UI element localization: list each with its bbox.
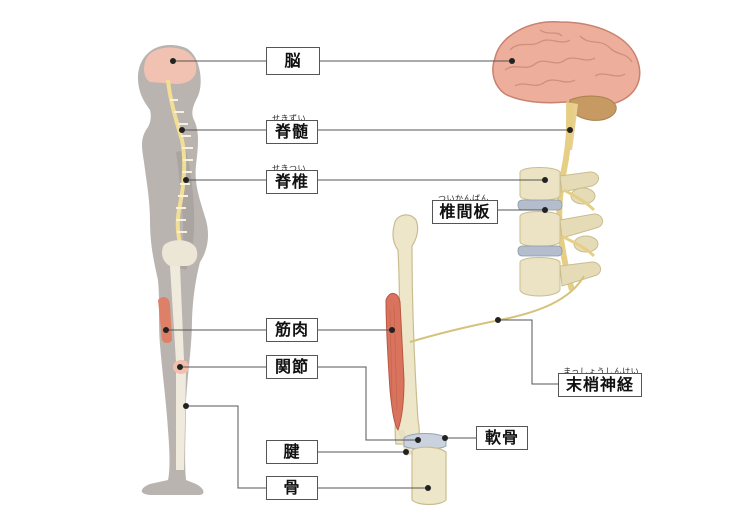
brain-cerebrum xyxy=(492,21,641,107)
ruby-disc: ついかんばん xyxy=(438,194,489,203)
leg-cartilage xyxy=(403,433,447,450)
leg-tibia xyxy=(411,446,447,506)
ruby-peripheral-nerve: まっしょうしんけい xyxy=(563,367,640,376)
label-joint: 関節 xyxy=(266,355,318,379)
ruby-spinal-cord: せきずい xyxy=(272,114,306,123)
vertebral-bodies xyxy=(519,167,561,297)
muscle-fibers xyxy=(389,304,398,411)
label-muscle: 筋肉 xyxy=(266,318,318,342)
leader-lines xyxy=(166,60,570,489)
body-figure xyxy=(137,45,208,495)
label-brain: 脳 xyxy=(266,47,320,75)
nerve-roots xyxy=(561,188,596,258)
label-bone: 骨 xyxy=(266,476,318,500)
label-peripheral-nerve: 末梢神経 xyxy=(558,373,642,397)
ruby-spine: せきつい xyxy=(272,164,306,173)
label-tendon: 腱 xyxy=(266,440,318,464)
body-pelvis xyxy=(162,240,198,266)
discs xyxy=(517,199,563,257)
label-spine: 脊椎 xyxy=(266,170,318,194)
label-disc: 椎間板 xyxy=(432,200,498,224)
body-brain xyxy=(144,47,197,84)
brain-gyri xyxy=(504,29,633,87)
leg-illustration xyxy=(385,214,585,506)
spine-illustration xyxy=(517,103,603,297)
label-cartilage: 軟骨 xyxy=(476,426,528,450)
body-tibia xyxy=(176,372,186,470)
spinous-processes xyxy=(559,171,603,287)
body-femur xyxy=(170,266,184,362)
label-spinal-cord: 脊髄 xyxy=(266,120,318,144)
marker-dots xyxy=(163,58,573,491)
body-vertebrae xyxy=(170,99,193,233)
